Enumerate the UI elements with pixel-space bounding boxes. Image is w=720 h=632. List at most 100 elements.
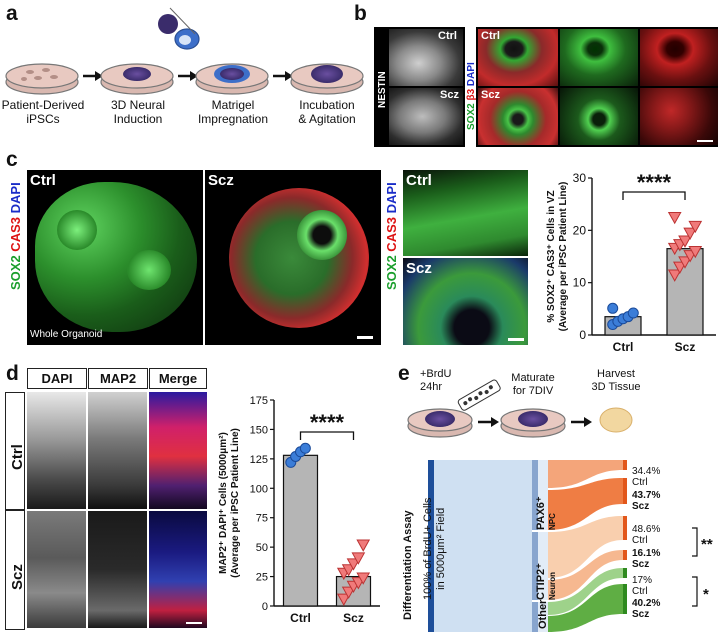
y-axis-label-line2: (Average per iPSC Patient Line) bbox=[230, 428, 241, 578]
bar-ctrl bbox=[282, 454, 319, 607]
output-other-ctrl: 17%Ctrl bbox=[632, 575, 653, 597]
panel-d-column-headers: DAPI MAP2 Merge bbox=[27, 368, 207, 389]
panel-b-letter: b bbox=[354, 2, 367, 25]
flow-other-scz bbox=[548, 584, 623, 632]
point-scz bbox=[346, 558, 361, 571]
matrigel-droplet-icon bbox=[158, 7, 200, 50]
label-c-vz-ctrl: Ctrl bbox=[406, 172, 432, 189]
point-ctrl bbox=[627, 307, 639, 319]
point-scz bbox=[688, 220, 703, 234]
panel-d-letter: d bbox=[6, 362, 19, 385]
significance-bracket bbox=[299, 431, 355, 440]
y-axis-label-line1: % SOX2⁺ CAS3⁺ Cells in VZ bbox=[546, 190, 557, 322]
x-tick-label-ctrl: Ctrl bbox=[613, 340, 634, 354]
bracket-other bbox=[692, 576, 698, 607]
point-scz bbox=[341, 586, 356, 599]
y-tick-label: 125 bbox=[250, 454, 268, 466]
image-d-merge-scz bbox=[149, 511, 207, 628]
image-whole-organoid-scz bbox=[205, 170, 381, 345]
brdu-pipette-icon bbox=[457, 379, 501, 411]
y-tick-label: 75 bbox=[256, 513, 268, 525]
x-tick-label-scz: Scz bbox=[675, 340, 696, 354]
label-c-whole-ctrl: Ctrl bbox=[30, 172, 56, 189]
point-scz bbox=[678, 256, 692, 269]
label-cat-ctip2: CTIP2⁺Neuron bbox=[535, 563, 557, 600]
image-d-map2-scz bbox=[88, 511, 147, 628]
y-tick-label: 100 bbox=[250, 483, 268, 495]
panel-a-letter: a bbox=[6, 2, 18, 25]
scale-bar-c-vz bbox=[508, 338, 524, 341]
y-tick-label: 150 bbox=[250, 424, 268, 436]
dish-neural-induction bbox=[100, 63, 174, 95]
row-box-ctrl bbox=[5, 392, 25, 510]
point-scz bbox=[667, 269, 682, 282]
point-scz bbox=[341, 564, 356, 577]
point-scz bbox=[683, 227, 697, 240]
point-scz bbox=[678, 235, 692, 248]
sankey-diagram bbox=[428, 460, 698, 632]
flow-ctip2-ctrl bbox=[548, 516, 623, 578]
flow-other-ctrl bbox=[548, 568, 623, 615]
panel-e-timeline bbox=[407, 379, 633, 438]
col-header-dapi: DAPI bbox=[27, 368, 87, 389]
image-merge-ctrl bbox=[478, 29, 558, 86]
output-pax6-ctrl: 34.4%Ctrl bbox=[632, 466, 661, 488]
point-ctrl bbox=[607, 302, 619, 314]
y-tick-label: 30 bbox=[573, 171, 587, 185]
x-tick-label-ctrl: Ctrl bbox=[290, 611, 311, 625]
label-differentiation-assay: Differentiation Assay bbox=[402, 510, 414, 620]
scale-bar-c-whole bbox=[357, 336, 373, 339]
image-d-merge-ctrl bbox=[149, 392, 207, 509]
label-b-nestin-ctrl: Ctrl bbox=[438, 30, 457, 42]
label-b-stains: SOX2 β3 DAPI bbox=[466, 62, 477, 130]
output-other-scz: 40.2%Scz bbox=[632, 598, 661, 620]
label-b-merge-ctrl: Ctrl bbox=[481, 30, 500, 42]
y-tick-label: 175 bbox=[250, 395, 268, 407]
panel-a-schematic bbox=[5, 7, 364, 95]
panel-c-letter: c bbox=[6, 148, 18, 171]
significance-label: **** bbox=[310, 410, 345, 435]
point-scz bbox=[688, 245, 703, 259]
image-nestin-scz bbox=[389, 88, 463, 145]
sankey-source-bar bbox=[428, 460, 434, 632]
image-b3-scz bbox=[640, 88, 718, 145]
image-d-dapi-ctrl bbox=[27, 392, 86, 509]
step-incubation-label: Incubation& Agitation bbox=[298, 98, 356, 126]
flow-ctip2-scz bbox=[548, 550, 623, 600]
significance-bracket bbox=[622, 191, 686, 200]
point-ctrl bbox=[299, 442, 311, 454]
image-sox2-ctrl bbox=[560, 29, 638, 86]
y-axis-label-line2: (Average per iPSC Patient Line) bbox=[558, 182, 569, 332]
panel-e-letter: e bbox=[398, 362, 410, 385]
point-scz bbox=[667, 211, 682, 225]
y-axis-label-line1: MAP2⁺ DAPI⁺ Cells (5000μm²) bbox=[218, 432, 229, 574]
dish-matrigel bbox=[195, 63, 269, 95]
x-tick-label-scz: Scz bbox=[343, 611, 364, 625]
image-whole-organoid-ctrl bbox=[27, 170, 203, 345]
sankey-source-block bbox=[434, 460, 532, 632]
y-tick-label: 50 bbox=[256, 542, 268, 554]
label-b-merge-scz: Scz bbox=[481, 89, 500, 101]
row-box-scz bbox=[5, 510, 25, 630]
y-axis-label: % SOX2⁺ CAS3⁺ Cells in VZ(Average per iP… bbox=[546, 182, 569, 332]
image-merge-scz bbox=[478, 88, 558, 145]
label-c-stains-right: SOX2 CAS3 DAPI bbox=[384, 182, 399, 290]
y-axis-label: MAP2⁺ DAPI⁺ Cells (5000μm²)(Average per … bbox=[218, 428, 241, 578]
output-ctip2-scz: 16.1%Scz bbox=[632, 548, 661, 570]
y-tick-label: 0 bbox=[579, 328, 586, 342]
y-tick-label: 10 bbox=[573, 276, 587, 290]
y-tick-label: 20 bbox=[573, 223, 587, 237]
label-c-stains-left: SOX2 CAS3 DAPI bbox=[8, 182, 23, 290]
chart-c-sox2-cas3: 0 10 20 30 % SOX2⁺ CAS3⁺ Cells in VZ(Average… bbox=[546, 170, 716, 354]
panel-b-stain-strip bbox=[465, 27, 476, 147]
label-cat-other: Other bbox=[537, 599, 549, 629]
significance-label: **** bbox=[637, 170, 672, 195]
sig-neuron: ** bbox=[701, 536, 713, 553]
